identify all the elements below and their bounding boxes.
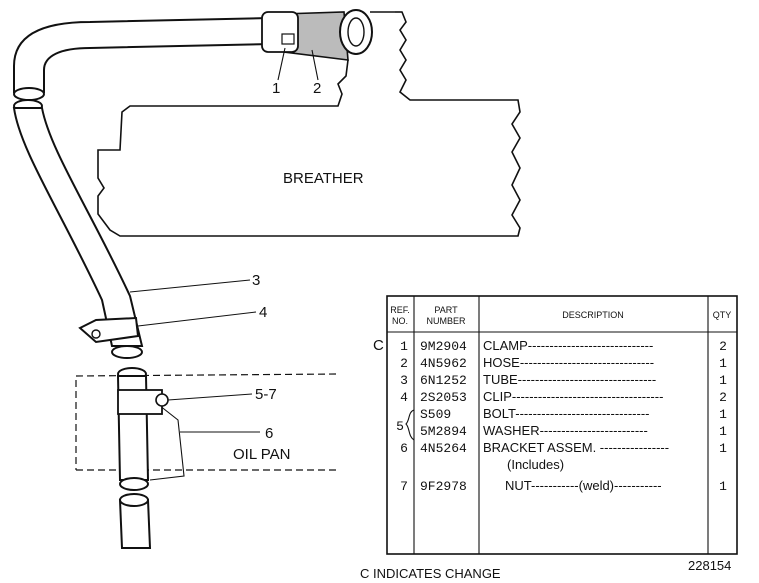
- bracket-clip: [117, 389, 169, 415]
- group-ref-5: 5: [396, 419, 404, 434]
- row-description: (Includes): [507, 457, 564, 472]
- row-description: TUBE--------------------------------: [483, 372, 656, 387]
- row-ref: 2: [400, 356, 408, 371]
- row-description: CLAMP-----------------------------: [483, 338, 653, 353]
- row-qty: 1: [719, 356, 727, 371]
- row-ref: 4: [400, 390, 408, 405]
- row-ref: 1: [400, 339, 408, 354]
- row-ref: 3: [400, 373, 408, 388]
- row-part-number: 4N5264: [420, 441, 467, 456]
- row-part-number: S509: [420, 407, 451, 422]
- breather-outline: [97, 11, 521, 237]
- oil-pan-outline: [75, 373, 341, 471]
- callout-6: 6: [265, 425, 273, 442]
- row-description: WASHER-------------------------: [483, 423, 648, 438]
- row-qty: 1: [719, 441, 727, 456]
- row-description: HOSE-------------------------------: [483, 355, 654, 370]
- row-qty: 1: [719, 373, 727, 388]
- hose-and-clamp: [261, 9, 373, 61]
- row-description: NUT-----------(weld)-----------: [505, 478, 662, 493]
- row-ref: 6: [400, 441, 408, 456]
- header-qty: QTY: [713, 310, 732, 320]
- row-qty: 1: [719, 479, 727, 494]
- row-qty: 2: [719, 339, 727, 354]
- header-part-line1: PART: [434, 305, 458, 315]
- drawing-number: 228154: [688, 558, 731, 573]
- row-part-number: 2S2053: [420, 390, 467, 405]
- tube-clip: [78, 316, 140, 344]
- row-part-number: 9M2904: [420, 339, 467, 354]
- change-marker: C: [373, 337, 384, 354]
- parts-rows: 1 9M2904 CLAMP----------------------------…: [400, 338, 727, 494]
- row-description: BRACKET ASSEM. ----------------: [483, 440, 669, 455]
- row-qty: 1: [719, 424, 727, 439]
- header-part-line2: NUMBER: [426, 316, 466, 326]
- callout-5-7: 5-7: [255, 386, 277, 403]
- leader-lines: [129, 47, 319, 433]
- oil-pan-label: OIL PAN: [233, 446, 291, 463]
- header-description: DESCRIPTION: [562, 310, 624, 320]
- upper-tube: [13, 16, 274, 101]
- row-description: CLIP-----------------------------------: [483, 389, 663, 404]
- long-tube: [12, 99, 144, 359]
- row-qty: 1: [719, 407, 727, 422]
- row-part-number: 4N5962: [420, 356, 467, 371]
- callout-1: 1: [272, 80, 280, 97]
- callout-2: 2: [313, 80, 321, 97]
- group-brace: [405, 409, 415, 441]
- row-ref: 7: [400, 479, 408, 494]
- row-qty: 2: [719, 390, 727, 405]
- header-ref-line1: REF.: [390, 305, 410, 315]
- row-part-number: 9F2978: [420, 479, 467, 494]
- breather-label: BREATHER: [283, 170, 364, 187]
- callout-3: 3: [252, 272, 260, 289]
- row-description: BOLT-------------------------------: [483, 406, 649, 421]
- row-part-number: 5M2894: [420, 424, 467, 439]
- lower-tube: [116, 367, 185, 549]
- header-ref-line2: NO.: [392, 316, 408, 326]
- footer-note: C INDICATES CHANGE: [360, 566, 501, 581]
- parts-table: REF. NO. PART NUMBER DESCRIPTION QTY C 5: [373, 295, 738, 555]
- callout-4: 4: [259, 304, 267, 321]
- row-part-number: 6N1252: [420, 373, 467, 388]
